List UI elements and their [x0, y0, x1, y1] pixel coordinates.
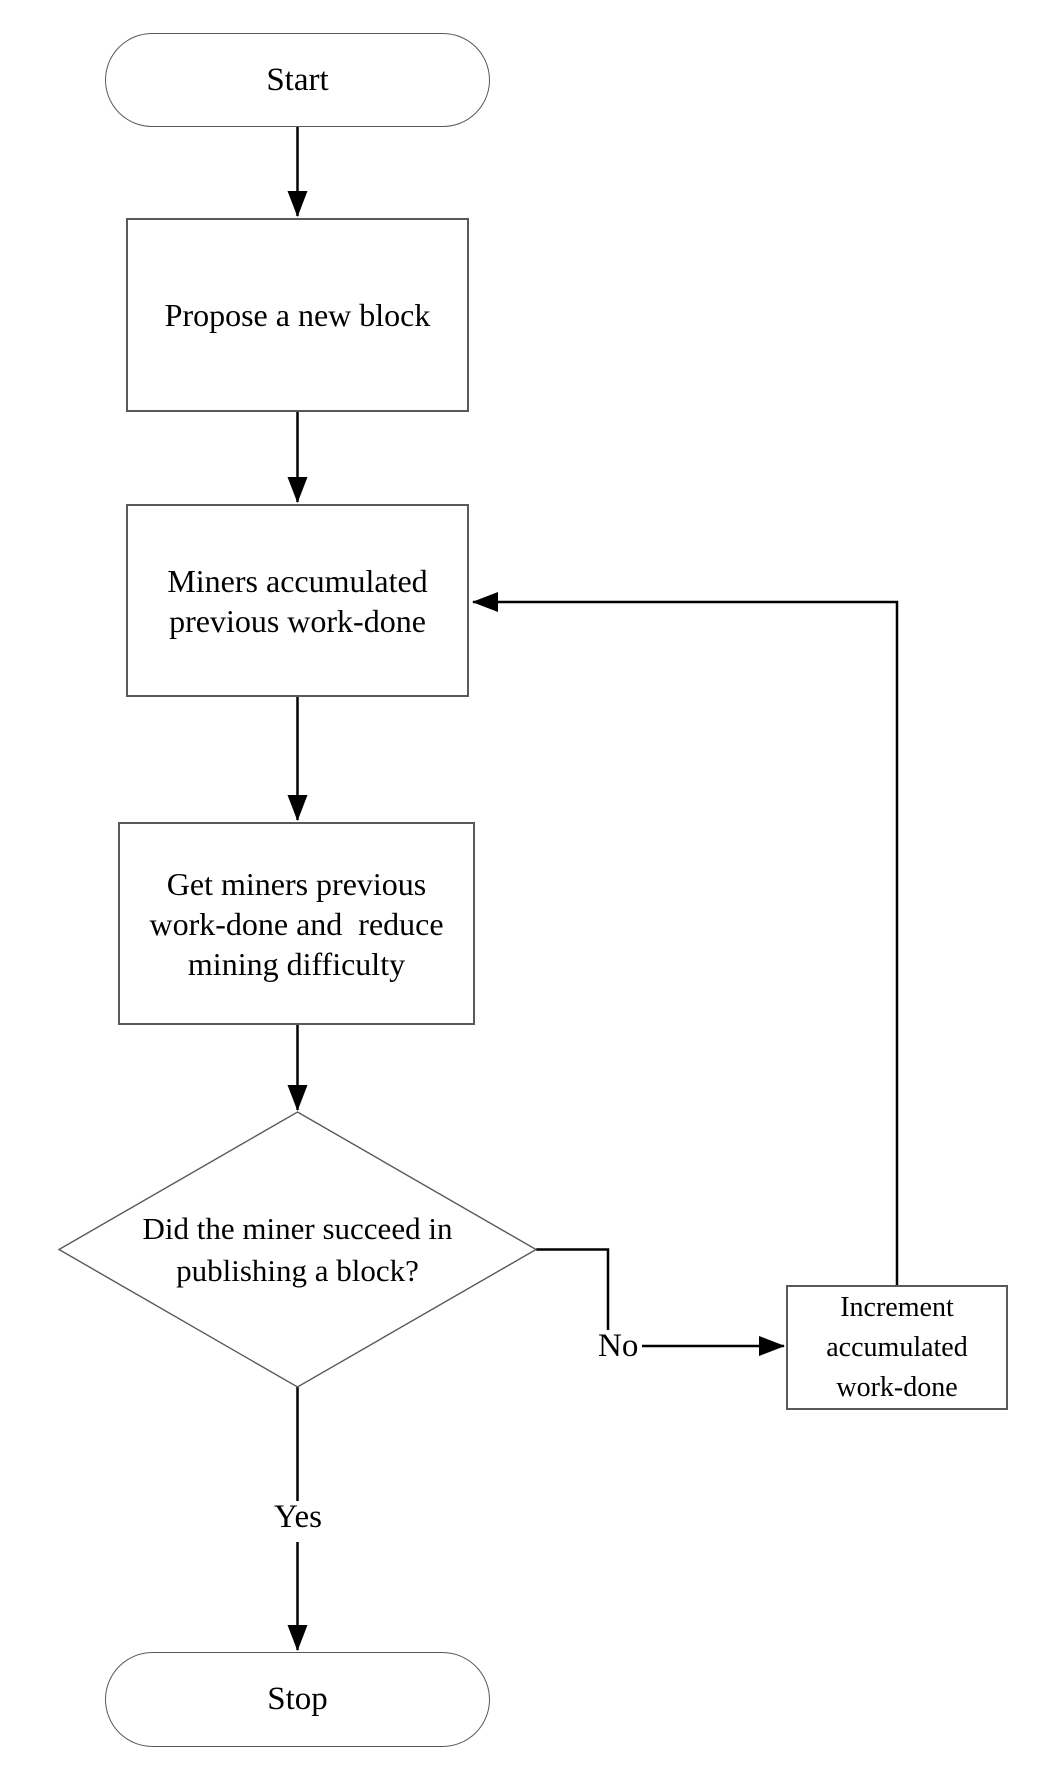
- node-start-label: Start: [266, 61, 329, 98]
- decision-diamond-shape: [57, 1111, 538, 1388]
- edge-decision-no-elbow: [536, 1248, 610, 1331]
- node-propose-block: Propose a new block: [126, 218, 469, 412]
- node-stop: Stop: [105, 1652, 490, 1747]
- node-reduce-difficulty: Get miners previous work-done and reduce…: [118, 822, 475, 1025]
- edge-label-yes: Yes: [268, 1501, 328, 1534]
- node-decision-label: Did the miner succeed in publishing a bl…: [142, 1210, 453, 1288]
- node-increment-workdone: Increment accumulated work-done: [786, 1285, 1008, 1410]
- node-miners-accumulated-label: Miners accumulated previous work-done: [167, 562, 428, 639]
- node-start: Start: [105, 33, 490, 127]
- edge-label-no: No: [598, 1328, 639, 1364]
- node-reduce-difficulty-label: Get miners previous work-done and reduce…: [149, 865, 444, 982]
- node-stop-label: Stop: [267, 1681, 328, 1717]
- node-increment-workdone-label: Increment accumulated work-done: [826, 1291, 968, 1403]
- node-propose-block-label: Propose a new block: [164, 297, 431, 333]
- node-miners-accumulated: Miners accumulated previous work-done: [126, 504, 469, 697]
- edge-increment-loop-to-miners: [472, 592, 899, 1285]
- node-decision: Did the miner succeed in publishing a bl…: [77, 1112, 518, 1387]
